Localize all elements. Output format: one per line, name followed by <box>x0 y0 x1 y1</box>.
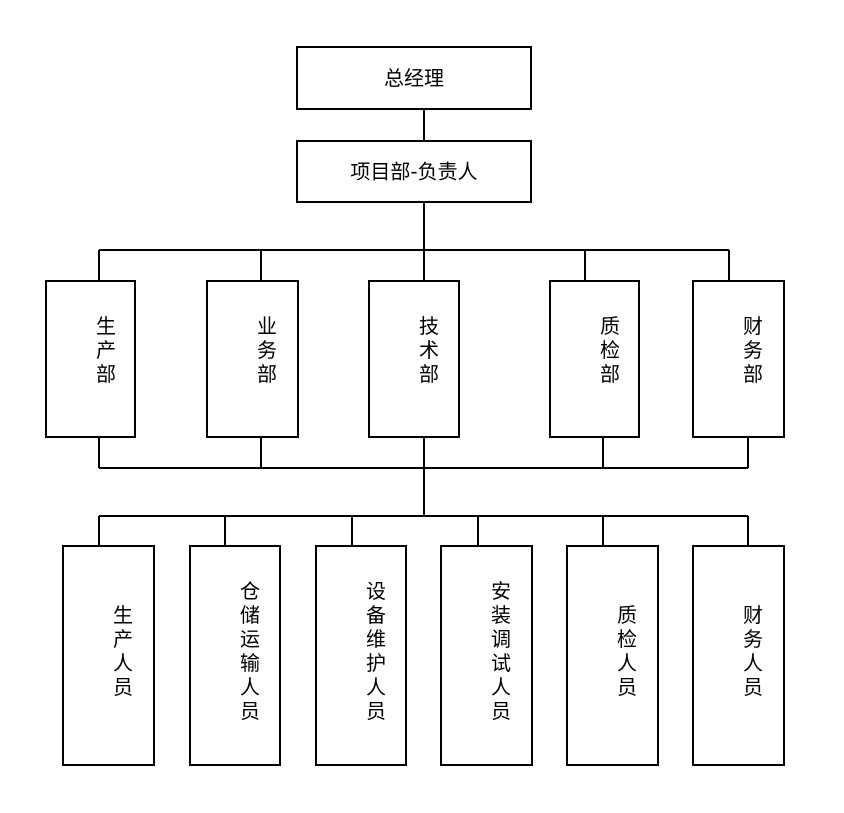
staff-box-0-frame <box>62 545 155 766</box>
staff-box-3-label: 安装调试人员 <box>491 579 511 723</box>
staff-box-5-frame <box>692 545 785 766</box>
staff-box-4: 质检人员 <box>566 545 659 766</box>
project-manager-box: 项目部-负责人 <box>296 140 532 203</box>
staff-box-2-label: 设备维护人员 <box>366 579 386 723</box>
project-manager-box-label: 项目部-负责人 <box>350 160 477 184</box>
general-manager-box-frame <box>296 46 532 110</box>
department-box-3: 质检部 <box>549 280 640 438</box>
department-box-0: 生产部 <box>45 280 136 438</box>
department-box-3-label: 质检部 <box>600 314 620 386</box>
staff-box-4-frame <box>566 545 659 766</box>
department-box-4-label: 财务部 <box>743 314 763 386</box>
department-box-1-label: 业务部 <box>257 314 277 386</box>
department-box-2-label: 技术部 <box>419 314 439 386</box>
staff-box-1: 仓储运输人员 <box>189 545 281 766</box>
general-manager-box-label: 总经理 <box>384 66 444 90</box>
staff-box-4-label: 质检人员 <box>617 603 637 699</box>
staff-box-5: 财务人员 <box>692 545 785 766</box>
general-manager-box: 总经理 <box>296 46 532 110</box>
department-box-0-frame <box>45 280 136 438</box>
staff-box-0: 生产人员 <box>62 545 155 766</box>
staff-box-3: 安装调试人员 <box>440 545 533 766</box>
department-box-4: 财务部 <box>692 280 785 438</box>
staff-box-1-frame <box>189 545 281 766</box>
staff-box-2: 设备维护人员 <box>315 545 407 766</box>
staff-box-3-frame <box>440 545 533 766</box>
project-manager-box-frame <box>296 140 532 203</box>
department-box-1: 业务部 <box>206 280 299 438</box>
department-box-2-frame <box>368 280 460 438</box>
department-box-2: 技术部 <box>368 280 460 438</box>
department-box-4-frame <box>692 280 785 438</box>
department-box-1-frame <box>206 280 299 438</box>
department-box-3-frame <box>549 280 640 438</box>
staff-box-1-label: 仓储运输人员 <box>240 579 260 723</box>
staff-box-0-label: 生产人员 <box>113 603 133 699</box>
staff-box-2-frame <box>315 545 407 766</box>
department-box-0-label: 生产部 <box>96 314 116 386</box>
connector-lines <box>98 109 749 546</box>
staff-box-5-label: 财务人员 <box>743 603 763 699</box>
